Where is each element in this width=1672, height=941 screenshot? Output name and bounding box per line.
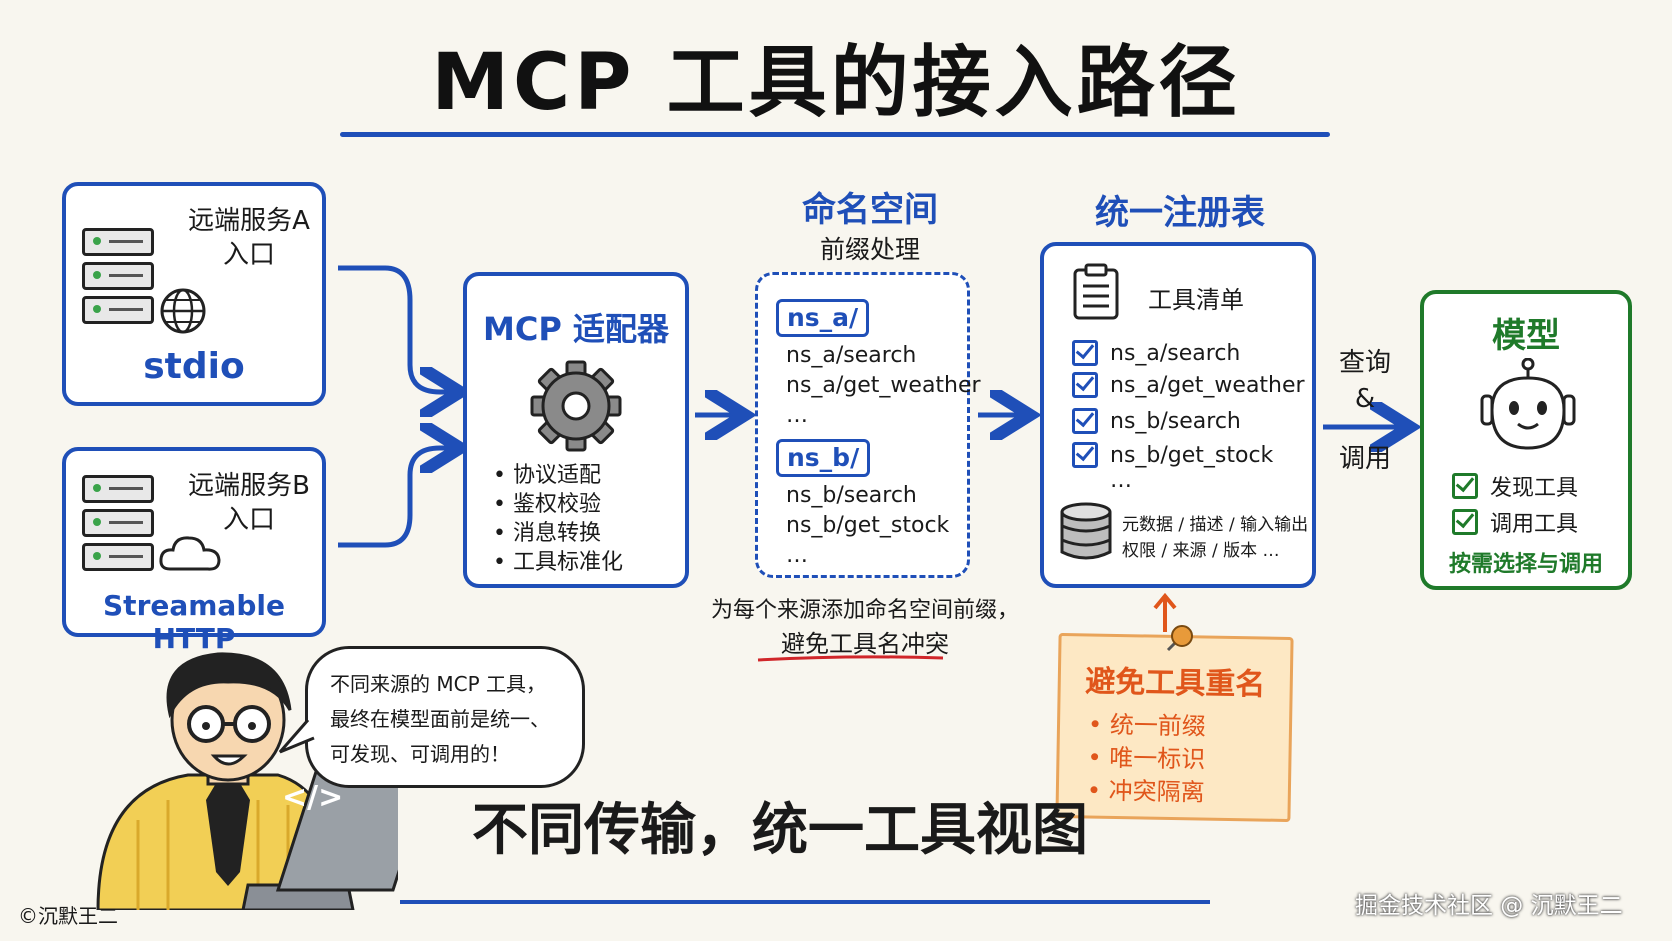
namespace-caption-line2: 避免工具名冲突 xyxy=(781,630,949,658)
copyright-text: ©沉默王二 xyxy=(18,904,118,928)
list-item: ns_b/search xyxy=(786,483,917,508)
adapter-title: MCP 适配器 xyxy=(483,310,669,348)
robot-icon xyxy=(1480,358,1576,450)
speech-tail xyxy=(278,719,315,754)
registry-heading: 统一注册表 xyxy=(1095,193,1265,233)
list-item: … xyxy=(786,403,808,428)
model-box: 模型 发现工具 调用工具 按需选择与调用 xyxy=(1420,290,1632,590)
checkbox-icon xyxy=(1072,442,1098,468)
list-item: • 工具标准化 xyxy=(493,550,623,575)
model-check-call: 调用工具 xyxy=(1452,506,1578,538)
bottom-slogan: 不同传输，统一工具视图 xyxy=(472,798,1088,863)
source-a-label: 远端服务A 入口 xyxy=(188,206,310,270)
arrow-label-and: & xyxy=(1354,384,1376,414)
namespace-box: ns_a/ ns_a/search ns_a/get_weather … ns_… xyxy=(755,272,981,578)
note-title: 避免工具重名 xyxy=(1084,664,1266,703)
list-item: • 统一前缀 xyxy=(1087,710,1207,741)
list-item: ns_b/get_stock xyxy=(786,513,950,538)
namespace-heading: 命名空间 xyxy=(802,190,938,230)
registry-box: 工具清单 ns_a/search ns_a/get_weather ns_b/s… xyxy=(1040,242,1316,588)
title-underline xyxy=(340,132,1330,137)
list-item: ns_a/get_weather xyxy=(786,373,981,398)
server-icon xyxy=(82,228,154,330)
server-icon xyxy=(82,475,154,577)
list-item: • 鉴权校验 xyxy=(493,492,601,517)
watermark-text: 掘金技术社区 @ 沉默王二 xyxy=(1355,893,1623,919)
registry-metadata: 元数据 / 描述 / 输入输出 权限 / 来源 / 版本 … xyxy=(1122,515,1309,561)
list-item: ns_a/get_weather xyxy=(1072,372,1305,398)
model-check-discover: 发现工具 xyxy=(1452,470,1578,502)
arrow-source-b xyxy=(338,448,455,548)
list-item: • 唯一标识 xyxy=(1087,743,1206,774)
arrow-label-call: 调用 xyxy=(1338,444,1391,474)
model-footer: 按需选择与调用 xyxy=(1448,552,1603,577)
tool-list-ellipsis: … xyxy=(1110,468,1132,493)
namespace-subheading: 前缀处理 xyxy=(819,235,920,264)
namespace-tag-b: ns_b/ xyxy=(776,439,871,477)
clipboard-icon xyxy=(1073,263,1119,320)
globe-icon xyxy=(160,288,206,334)
namespace-caption-line1: 为每个来源添加命名空间前缀， xyxy=(710,598,1019,623)
checkbox-icon xyxy=(1452,473,1478,499)
page-title: MCP 工具的接入路径 xyxy=(431,38,1241,128)
list-item: • 协议适配 xyxy=(493,463,601,488)
caption-underline xyxy=(757,655,944,662)
arrow-label-query: 查询 xyxy=(1338,348,1391,378)
source-b-protocol: Streamable HTTP xyxy=(103,589,285,655)
namespace-tag-a: ns_a/ xyxy=(776,299,870,337)
adapter-features: • 协议适配 • 鉴权校验 • 消息转换 • 工具标准化 xyxy=(493,461,623,577)
checkbox-icon xyxy=(1072,340,1098,366)
checkbox-icon xyxy=(1072,372,1098,398)
checkbox-icon xyxy=(1072,408,1098,434)
pushpin-icon xyxy=(1166,625,1193,652)
speech-text: 不同来源的 MCP 工具， 最终在模型面前是统一、 可发现、可调用的！ xyxy=(330,672,550,766)
list-item: ns_b/get_stock xyxy=(1072,442,1273,468)
list-item: • 消息转换 xyxy=(493,521,601,546)
list-item: ns_b/search xyxy=(1072,408,1241,434)
list-item: ns_a/search xyxy=(786,343,917,368)
namespace-b-tools: ns_b/search ns_b/get_stock … xyxy=(786,481,949,571)
adapter-box: MCP 适配器 • 协议适配 • 鉴权校验 • 消息转换 • 工具标准化 xyxy=(463,272,689,588)
speech-bubble: 不同来源的 MCP 工具， 最终在模型面前是统一、 可发现、可调用的！ xyxy=(305,646,585,788)
database-icon xyxy=(1060,502,1112,560)
source-a-protocol: stdio xyxy=(143,346,245,387)
namespace-a-tools: ns_a/search ns_a/get_weather … xyxy=(786,341,981,431)
source-a-box: 远端服务A 入口 stdio xyxy=(62,182,326,406)
source-b-box: 远端服务B 入口 Streamable HTTP xyxy=(62,447,326,655)
model-title: 模型 xyxy=(1492,316,1560,356)
tool-list-title: 工具清单 xyxy=(1148,286,1244,314)
laptop-code-icon: </> xyxy=(282,780,344,815)
list-item: … xyxy=(786,543,808,568)
cloud-icon xyxy=(159,536,221,571)
arrow-source-a xyxy=(338,265,455,392)
source-b-label: 远端服务B 入口 xyxy=(188,471,310,535)
bottom-underline xyxy=(400,900,1210,904)
checkbox-icon xyxy=(1452,509,1478,535)
gear-icon xyxy=(530,360,622,452)
list-item: ns_a/search xyxy=(1072,340,1240,366)
